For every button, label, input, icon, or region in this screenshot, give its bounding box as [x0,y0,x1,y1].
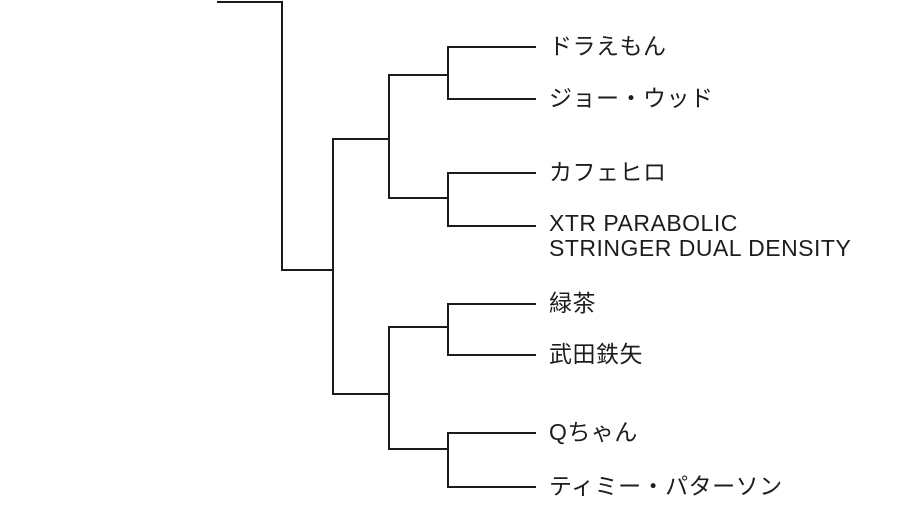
leaf-label-q-chan: Qちゃん [549,419,638,445]
leaf-label-cafe-hiro: カフェヒロ [549,159,667,185]
leaf-label-green-tea: 緑茶 [549,290,596,316]
leaf-label-xtr-parabolic-line2: STRINGER DUAL DENSITY [549,235,852,261]
leaf-label-timmy-patterson: ティミー・パターソン [549,473,783,499]
leaf-label-takeda-tetsuya: 武田鉄矢 [549,341,643,367]
leaf-label-joe-wood: ジョー・ウッド [549,85,714,111]
leaf-label-doraemon: ドラえもん [549,33,667,59]
leaf-label-xtr-parabolic-line1: XTR PARABOLIC [549,210,738,236]
